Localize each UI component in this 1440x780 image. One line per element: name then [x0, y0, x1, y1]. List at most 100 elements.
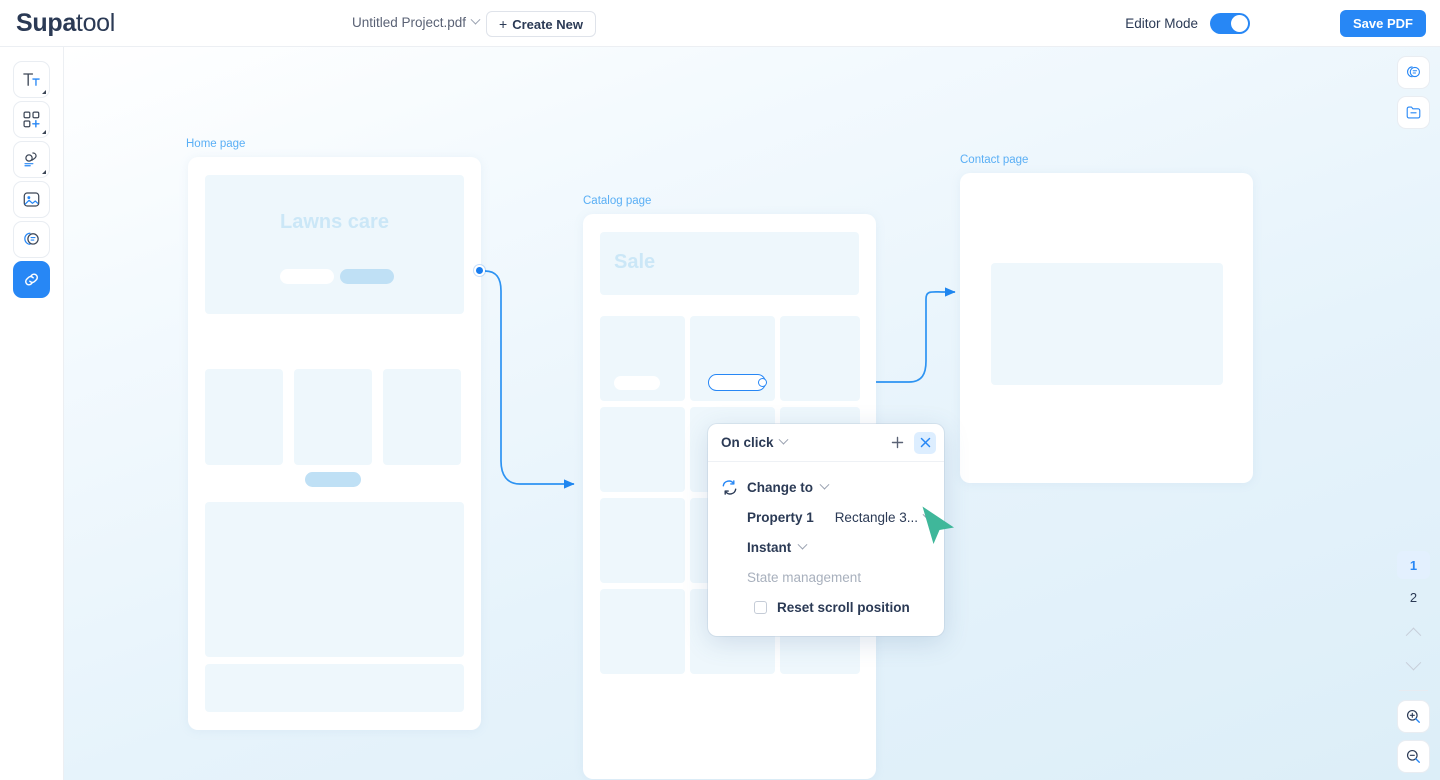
zoom-out-button[interactable]: [1397, 740, 1430, 773]
product-card: [600, 407, 685, 492]
annotate-tool-button[interactable]: [13, 141, 50, 178]
text-tool-button[interactable]: [13, 61, 50, 98]
page-button-2[interactable]: 2: [1409, 589, 1418, 605]
image-tool-button[interactable]: [13, 181, 50, 218]
top-bar: Supatool Untitled Project.pdf + Create N…: [0, 0, 1440, 47]
page-button-1[interactable]: 1: [1397, 551, 1430, 579]
hero-placeholder: [205, 175, 464, 314]
state-management-section: State management: [721, 562, 931, 592]
interaction-popup[interactable]: On click: [708, 424, 944, 636]
popup-header: On click: [708, 424, 944, 462]
folder-icon: [1406, 106, 1421, 119]
action-label: Change to: [747, 479, 813, 495]
add-component-icon: [23, 111, 40, 128]
editor-mode-toggle[interactable]: [1210, 13, 1250, 34]
card-placeholder: [383, 369, 461, 465]
logo-light: tool: [75, 9, 116, 37]
link-icon: [25, 273, 38, 286]
logo-bold: Supa: [16, 9, 76, 37]
hero-title-home: Lawns care: [280, 211, 389, 233]
trigger-dropdown[interactable]: On click: [721, 434, 788, 450]
frame-label-catalog[interactable]: Catalog page: [583, 195, 652, 207]
product-card: [780, 316, 860, 401]
create-new-button[interactable]: + Create New: [486, 11, 596, 37]
footer-placeholder: [205, 664, 464, 712]
frame-home-page[interactable]: Lawns care: [188, 157, 481, 730]
section-placeholder: [205, 502, 464, 657]
toggle-knob: [1231, 15, 1248, 32]
reset-scroll-row[interactable]: Reset scroll position: [721, 592, 931, 622]
variants-tool-button[interactable]: [13, 221, 50, 258]
variants-panel-button[interactable]: [1397, 56, 1430, 89]
card-placeholder: [205, 369, 283, 465]
plus-icon: [891, 436, 903, 449]
frame-label-home[interactable]: Home page: [186, 138, 246, 150]
image-icon: [23, 192, 40, 207]
chevron-down-icon: [797, 539, 808, 550]
next-page-button[interactable]: [1397, 652, 1430, 678]
connection-layer: [484, 270, 956, 489]
animation-row[interactable]: Instant: [721, 532, 931, 562]
frame-contact-page[interactable]: [960, 173, 1253, 483]
add-interaction-button[interactable]: [886, 432, 908, 454]
product-card: [600, 498, 685, 583]
design-canvas[interactable]: Home page Lawns care Catalog page Sale: [64, 47, 1440, 780]
popup-body: Change to Property 1 Rectangle 3... Inst…: [708, 462, 944, 636]
toolbar-divider: [1399, 690, 1428, 691]
masks-icon: [24, 232, 39, 245]
tool-menu-caret-icon: [42, 170, 46, 174]
chevron-down-icon: [778, 434, 788, 445]
zoom-in-button[interactable]: [1397, 700, 1430, 733]
chevron-down-icon: [922, 509, 933, 520]
chevron-down-icon: [470, 14, 481, 25]
tool-menu-caret-icon: [42, 130, 46, 134]
chevron-down-icon: [819, 479, 830, 490]
hero-title-catalog: Sale: [614, 251, 656, 273]
property-label: Property 1: [747, 509, 814, 525]
chevron-down-icon: [1405, 654, 1422, 670]
prev-page-button[interactable]: [1397, 619, 1430, 645]
hotspot-node-home[interactable]: [474, 265, 485, 276]
product-card: [600, 589, 685, 674]
hero-button-secondary[interactable]: [280, 269, 334, 284]
editor-mode-label: Editor Mode: [1125, 16, 1198, 31]
hero-placeholder: [600, 232, 859, 295]
connection-catalog-to-contact: [761, 287, 956, 383]
property-value: Rectangle 3...: [834, 509, 918, 525]
connection-home-to-catalog: [484, 270, 575, 489]
zoom-out-icon: [1406, 749, 1420, 763]
property-row: Property 1 Rectangle 3...: [721, 502, 933, 532]
app-logo: Supatool: [16, 9, 115, 38]
close-icon: [920, 437, 930, 448]
document-title-dropdown[interactable]: Untitled Project.pdf: [352, 14, 481, 30]
plus-icon: +: [499, 16, 508, 32]
reset-scroll-checkbox[interactable]: [754, 600, 767, 614]
save-pdf-button[interactable]: Save PDF: [1340, 10, 1426, 37]
document-title: Untitled Project.pdf: [352, 15, 467, 30]
animation-label: Instant: [747, 539, 792, 555]
masks-icon: [1406, 66, 1421, 78]
interactions-tool-button[interactable]: [13, 261, 50, 298]
frame-label-contact[interactable]: Contact page: [960, 154, 1029, 166]
trigger-label: On click: [721, 435, 774, 450]
property-value-dropdown[interactable]: Rectangle 3...: [834, 509, 933, 525]
change-to-icon: [721, 479, 738, 495]
contact-form-placeholder: [991, 263, 1223, 385]
more-button[interactable]: [305, 472, 361, 487]
state-management-label: State management: [747, 569, 862, 585]
connection-handle[interactable]: [758, 378, 767, 387]
action-row[interactable]: Change to: [721, 472, 931, 502]
close-popup-button[interactable]: [914, 431, 936, 454]
product-button[interactable]: [614, 376, 660, 390]
hero-button-primary[interactable]: [340, 269, 394, 284]
left-toolbar: [0, 47, 64, 780]
files-panel-button[interactable]: [1397, 96, 1430, 129]
create-new-label: Create New: [512, 16, 583, 32]
card-placeholder: [294, 369, 372, 465]
zoom-in-icon: [1406, 709, 1420, 723]
components-tool-button[interactable]: [13, 101, 50, 138]
text-icon: [23, 73, 40, 86]
chevron-up-icon: [1405, 627, 1422, 643]
reset-scroll-label: Reset scroll position: [777, 599, 910, 615]
